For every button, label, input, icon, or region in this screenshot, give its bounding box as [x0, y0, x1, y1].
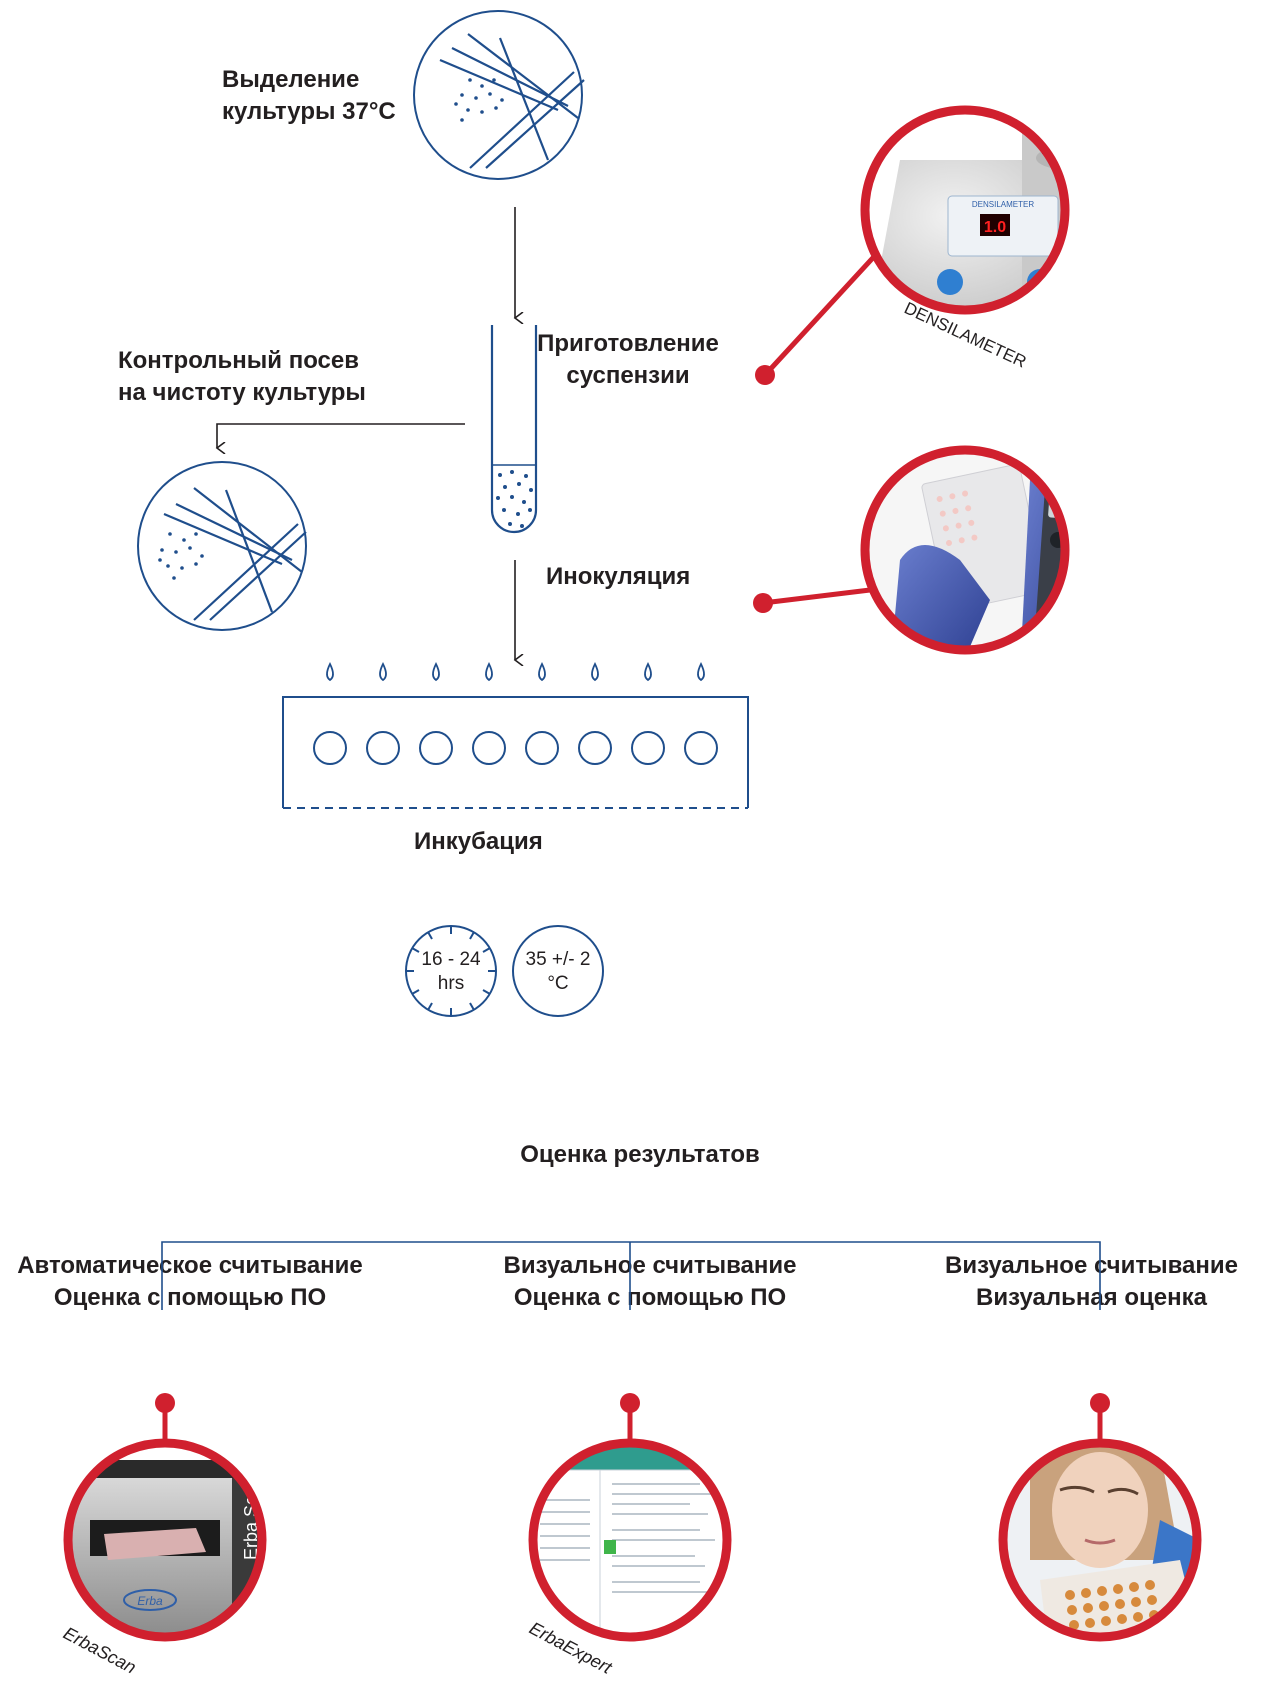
microplate-strip [282, 696, 749, 809]
test-tube-icon [490, 325, 538, 534]
step-incubation-label: Инкубация [414, 828, 543, 855]
pipette-photo [860, 445, 1070, 655]
branch-2-label: Визуальное считывание Оценка с помощью П… [460, 1250, 840, 1314]
connector-branch-3 [1090, 1393, 1110, 1440]
branch-2-line1: Визуальное считывание [503, 1252, 797, 1279]
visual-reading-photo [998, 1438, 1202, 1642]
drops-icon [326, 661, 705, 682]
erbaexpert-photo [528, 1438, 732, 1642]
evaluation-title: Оценка результатов [520, 1141, 760, 1168]
step-inoculation-label: Инокуляция [546, 563, 691, 590]
erbascan-brand: Erba [137, 1594, 163, 1608]
branch-1-line1: Автоматическое считывание [17, 1252, 363, 1279]
step-suspension-label: Приготовление суспензии [537, 330, 719, 389]
step-culture-label: Выделение культуры 37°C [222, 66, 396, 125]
timer-line1: 16 - 24 [421, 949, 481, 970]
temperature-line2: °C [547, 973, 568, 994]
temperature-icon: 35 +/- 2 °C [512, 925, 604, 1017]
branch-1-label: Автоматическое считывание Оценка с помощ… [0, 1250, 380, 1314]
temperature-line1: 35 +/- 2 [526, 949, 591, 970]
connector-suspension [755, 234, 895, 385]
branch-3-label: Визуальное считывание Визуальная оценка [900, 1250, 1283, 1314]
densilameter-display: 1.0 [984, 219, 1006, 236]
petri-dish-culture [413, 10, 585, 180]
branch-1-line2: Оценка с помощью ПО [53, 1284, 327, 1311]
densilameter-panel-brand: DENSILAMETER [972, 200, 1034, 209]
petri-dish-control [137, 461, 307, 631]
densilameter-photo: DENSILAMETER 1.0 [860, 105, 1070, 315]
branch-3-line1: Визуальное считывание [944, 1252, 1238, 1279]
timer-icon: 16 - 24 hrs [405, 925, 497, 1017]
step-control-label: Контрольный посев на чистоту культуры [118, 347, 366, 406]
connector-branch-1 [155, 1393, 175, 1440]
evaluation-tree [161, 1241, 1101, 1310]
erbascan-photo: Erba Scan Erba [63, 1438, 267, 1642]
branch-3-line2: Визуальная оценка [976, 1284, 1207, 1311]
connector-branch-2 [620, 1393, 640, 1440]
connector-inoculation [753, 587, 871, 613]
branch-2-line2: Оценка с помощью ПО [513, 1284, 787, 1311]
timer-line2: hrs [438, 973, 464, 994]
